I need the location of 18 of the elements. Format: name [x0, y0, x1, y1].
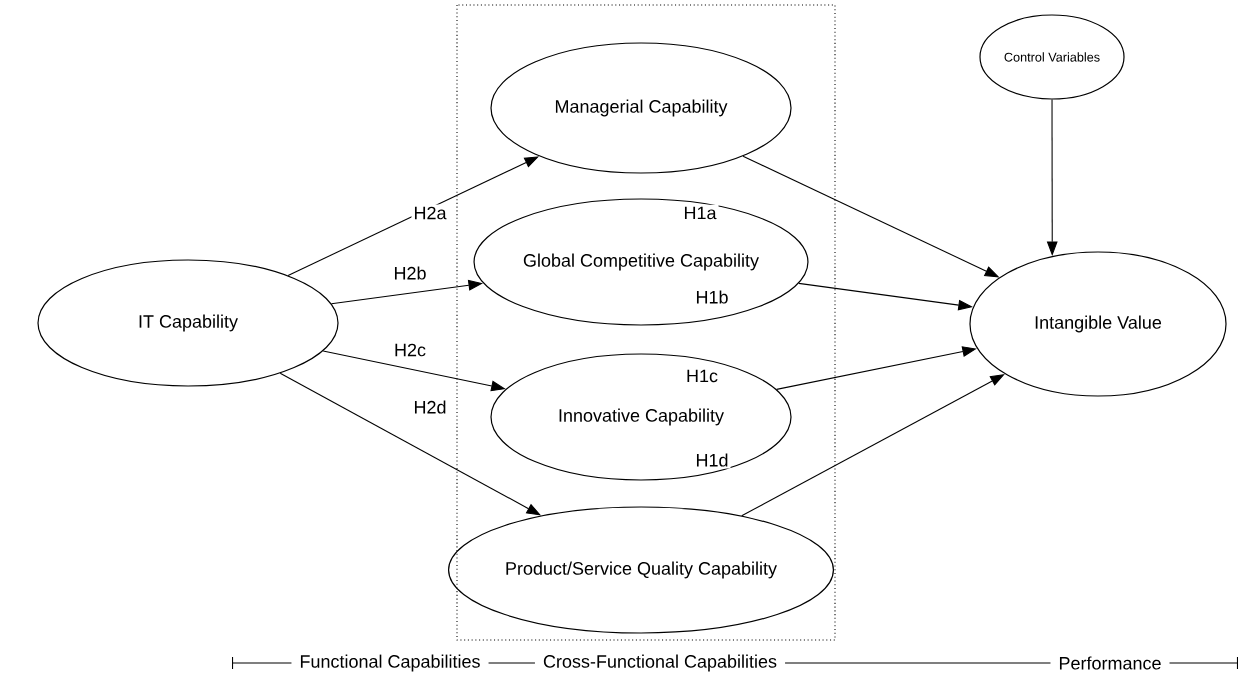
axis-label: Performance — [1050, 653, 1170, 673]
edge-label: H2d — [411, 398, 449, 416]
ellipse-node: Managerial Capability — [490, 42, 792, 174]
edge-label: H2c — [392, 341, 428, 359]
edge-label: H2a — [411, 204, 449, 222]
ellipse-node: IT Capability — [37, 259, 339, 387]
ellipse-node: Product/Service Quality Capability — [448, 506, 834, 634]
edge-label: H1b — [693, 288, 731, 306]
edge-label: H2b — [391, 264, 429, 282]
arrow — [741, 374, 1005, 517]
edge-label: H1d — [693, 451, 731, 469]
axis-label: Functional Capabilities — [291, 651, 489, 675]
arrow — [776, 346, 977, 390]
edge-label: H1a — [681, 204, 719, 222]
ellipse-node: Intangible Value — [969, 251, 1227, 397]
ellipse-node: Control Variables — [979, 14, 1125, 100]
axis-label: Cross-Functional Capabilities — [534, 651, 786, 675]
edge-label: H1c — [684, 367, 720, 385]
